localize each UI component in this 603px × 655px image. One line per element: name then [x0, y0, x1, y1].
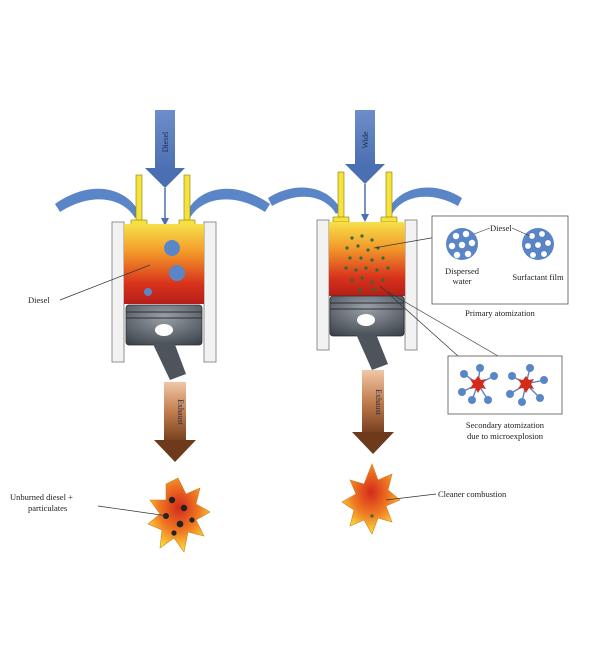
surfactant-film-droplet [522, 228, 554, 260]
droplet [144, 288, 152, 296]
surfactant-film-label: Surfactant film [512, 272, 564, 282]
right-fine-droplets [344, 234, 390, 292]
left-inlet-label: Diesel [161, 131, 170, 152]
left-diesel-label: Diesel [28, 295, 50, 305]
left-piston [125, 304, 203, 380]
left-diesel-leader [59, 264, 151, 301]
left-result-label-line1: Unburned diesel + [10, 492, 73, 502]
droplet [164, 240, 180, 256]
secondary-caption-line2: due to microexplosion [467, 431, 544, 441]
primary-caption: Primary atomization [465, 308, 535, 318]
dispersed-water-droplet [446, 228, 478, 260]
left-engine: Diesel [10, 110, 270, 553]
dispersed-water-label-line1: Dispersed [445, 266, 480, 276]
left-exhaust-arrow: Exhaust [154, 382, 196, 462]
left-inlet-arrow: Diesel [145, 110, 185, 226]
right-exhaust-label: Exhaust [374, 389, 383, 416]
dispersed-water-label-line2: water [453, 276, 472, 286]
secondary-caption-line1: Secondary atomization [466, 420, 545, 430]
particulate [189, 517, 195, 523]
right-exhaust-arrow: Exhaust [352, 370, 394, 454]
droplet [169, 265, 185, 281]
particulate [171, 530, 177, 536]
right-inlet-arrow: Wide [345, 110, 385, 222]
left-manifold [55, 188, 270, 218]
particulate [168, 496, 176, 504]
secondary-leader-a [379, 285, 459, 357]
right-manifold [268, 187, 462, 214]
left-result-label-line2: particulates [28, 503, 67, 513]
left-exhaust-label: Exhaust [176, 399, 185, 426]
secondary-atomization-inset: Secondary atomization due to microexplos… [447, 355, 563, 441]
microexplosion-burst [506, 364, 548, 406]
right-result-label: Cleaner combustion [438, 489, 507, 499]
left-diesel-droplets [144, 240, 185, 296]
left-cylinder [111, 221, 217, 363]
right-piston [329, 295, 405, 370]
left-result-leader [97, 505, 169, 517]
left-flame [147, 477, 211, 553]
right-inlet-label: Wide [361, 131, 370, 148]
right-cylinder [316, 219, 418, 351]
right-flame [341, 463, 401, 535]
microexplosion-burst [458, 364, 498, 404]
primary-diesel-label: Diesel [490, 223, 512, 233]
primary-atomization-inset: Diesel Dispersed water Surfactant film P… [431, 215, 569, 318]
right-engine: Wide [268, 110, 507, 535]
secondary-leader-b [387, 291, 499, 357]
particulate [180, 504, 188, 512]
particulate [176, 520, 184, 528]
right-result-leader [385, 493, 437, 501]
